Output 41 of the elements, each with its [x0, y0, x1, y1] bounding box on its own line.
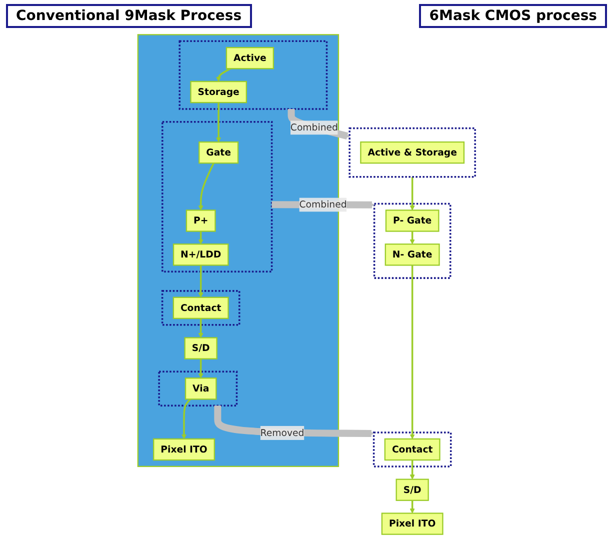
arrow: [410, 500, 415, 514]
node-box: Contact: [172, 296, 229, 320]
cluster: [162, 120, 273, 272]
node-box: Contact: [384, 438, 440, 461]
arrow: [288, 106, 350, 140]
node-box: N- Gate: [384, 244, 440, 266]
edge-label: Combined: [290, 122, 338, 133]
node-box: Storage: [190, 80, 247, 104]
column-heading: Conventional 9Mask Process: [6, 4, 252, 28]
arrow: [410, 231, 415, 244]
cluster: [178, 40, 328, 110]
cluster: [373, 202, 452, 279]
arrow: [198, 231, 204, 244]
edge-label: Combined: [299, 198, 347, 210]
cluster: [372, 432, 452, 468]
column-heading: 6Mask CMOS process: [419, 4, 607, 28]
arrow: [410, 460, 415, 480]
node-box: Gate: [198, 141, 239, 164]
cluster: [348, 127, 476, 178]
arrow: [198, 318, 204, 338]
node-box: N+/LDD: [172, 244, 229, 266]
arrow: [198, 358, 204, 378]
arrow: [181, 398, 191, 440]
edge-label: Removed: [260, 427, 304, 438]
cluster: [161, 290, 240, 326]
node-box: Via: [184, 378, 217, 400]
node-box: S/D: [396, 478, 429, 501]
arrow: [216, 68, 231, 82]
arrow: [410, 176, 415, 210]
node-box: Pixel ITO: [153, 438, 215, 461]
node-box: P- Gate: [385, 210, 440, 232]
node-box: Pixel ITO: [381, 512, 444, 535]
node-box: S/D: [184, 337, 218, 360]
arrow: [198, 265, 204, 298]
node-box: Active & Storage: [360, 141, 465, 164]
arrow: [410, 265, 415, 440]
arrow: [216, 102, 222, 142]
node-box: P+: [186, 210, 216, 232]
cluster: [158, 370, 238, 406]
arrow: [198, 162, 214, 210]
node-box: Active: [226, 46, 274, 70]
